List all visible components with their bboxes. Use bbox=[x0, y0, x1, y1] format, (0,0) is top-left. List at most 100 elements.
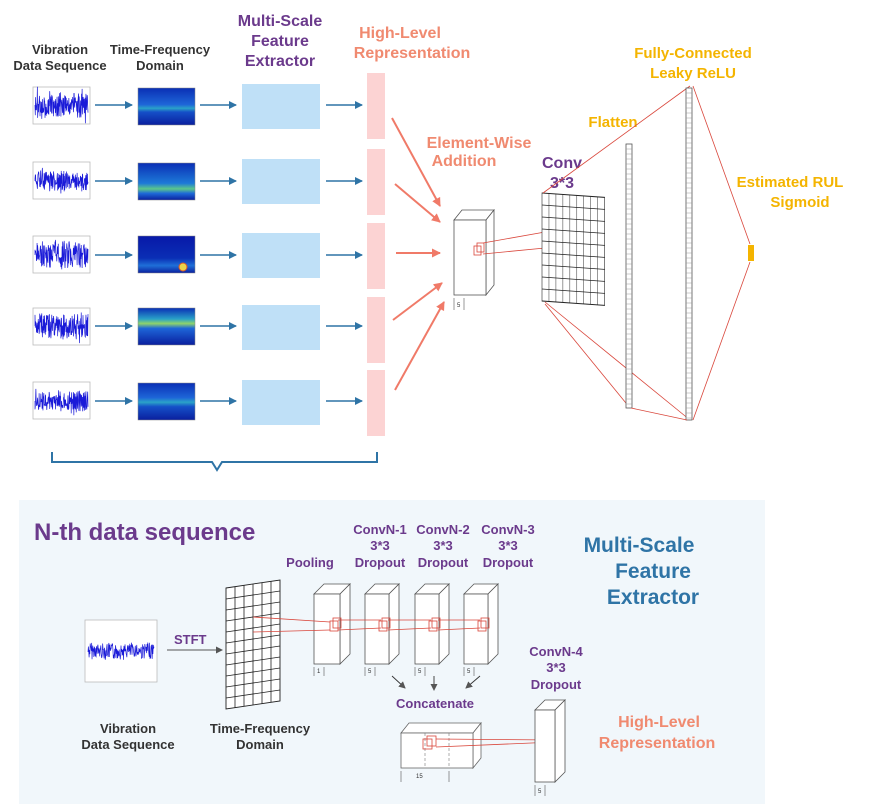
feature-extractor-box-1 bbox=[242, 84, 320, 129]
convn4-depth: 5 bbox=[538, 789, 542, 795]
convn2-label-line2: 3*3 bbox=[433, 538, 453, 553]
vol1-front bbox=[364, 593, 390, 665]
input-row-3 bbox=[32, 223, 385, 289]
pooling-label: Pooling bbox=[286, 555, 334, 570]
representation-bar-1 bbox=[367, 73, 385, 139]
high-level-rep-line2: Representation bbox=[599, 735, 715, 752]
convn4-label-line3: Dropout bbox=[531, 677, 582, 692]
input-row-2 bbox=[32, 149, 385, 215]
c2-to-c3-proj-bottom bbox=[437, 627, 481, 631]
concat-depth: 15 bbox=[416, 774, 423, 780]
waveform-1 bbox=[34, 86, 89, 124]
convn4-label-line2: 3*3 bbox=[546, 660, 566, 675]
estimated-rul-label-line2: Sigmoid bbox=[770, 194, 829, 211]
conv-grid-line bbox=[542, 228, 605, 234]
pooling-depth: 1 bbox=[317, 669, 321, 675]
conv-grid-line bbox=[542, 252, 605, 258]
tf-grid-line bbox=[225, 667, 281, 677]
fully-connected-label-line1: Fully-Connected bbox=[634, 45, 752, 62]
tf-to-pool-proj-top bbox=[252, 616, 331, 623]
waveform-5 bbox=[34, 388, 89, 416]
summed-feature-volume: 5 bbox=[453, 208, 495, 310]
high-level-label-line2: Representation bbox=[354, 45, 470, 62]
c1-to-c2-proj-bottom bbox=[387, 627, 432, 631]
vol0-front bbox=[313, 593, 341, 665]
nth-sequence-title: N-th data sequence bbox=[34, 519, 255, 546]
waveform-4 bbox=[34, 312, 89, 344]
tf-grid-line bbox=[225, 601, 281, 611]
concat-arrow-1 bbox=[391, 675, 406, 689]
fc-funnel-top bbox=[542, 85, 691, 194]
convn3-depth: 5 bbox=[467, 669, 471, 675]
tf-to-pool-proj-bottom bbox=[252, 629, 331, 633]
msfe-label-line3: Extractor bbox=[245, 53, 315, 70]
input-row-5 bbox=[32, 370, 385, 436]
tf-grid-line bbox=[225, 623, 281, 633]
nth-waveform bbox=[87, 642, 155, 660]
vol2-side bbox=[438, 583, 450, 665]
pool-to-c1-proj-bottom bbox=[337, 627, 382, 631]
fully-connected-label-line2: Leaky ReLU bbox=[650, 65, 736, 82]
nth-vibration-label-line2: Data Sequence bbox=[81, 737, 174, 752]
fc-funnel-mid bbox=[544, 303, 631, 409]
conv-grid-frame bbox=[541, 192, 605, 306]
nth-vibration-label-line1: Vibration bbox=[100, 721, 156, 736]
convn3-volume bbox=[463, 583, 499, 676]
vol0-side bbox=[339, 583, 351, 665]
conv-label-line2: 3*3 bbox=[550, 175, 574, 192]
spectrogram-5 bbox=[137, 382, 196, 421]
volume-depth-labels: 1 5 5 5 bbox=[317, 669, 471, 675]
vibration-label-line2: Data Sequence bbox=[13, 58, 106, 73]
feature-extractor-box-4 bbox=[242, 305, 320, 350]
convn1-label-line2: 3*3 bbox=[370, 538, 390, 553]
feature-extractor-box-3 bbox=[242, 233, 320, 278]
output-funnel-bottom bbox=[692, 261, 751, 421]
feature-extractor-box-5 bbox=[242, 380, 320, 425]
rul-output-node bbox=[748, 245, 754, 261]
time-frequency-label-line1: Time-Frequency bbox=[110, 42, 211, 57]
vol0-kernel bbox=[332, 617, 342, 629]
convn3-label-line3: Dropout bbox=[483, 555, 534, 570]
spectrogram-1 bbox=[137, 87, 196, 126]
conv-projection-top bbox=[482, 231, 546, 244]
msfe-title-line1: Multi-Scale bbox=[584, 534, 695, 557]
vol3-front bbox=[463, 593, 489, 665]
input-row-1 bbox=[32, 73, 385, 139]
conv-grid-line bbox=[542, 216, 605, 222]
element-wise-label-line1: Element-Wise bbox=[427, 135, 532, 152]
fc-funnel-bottom bbox=[544, 301, 691, 421]
convn4-label-line1: ConvN-4 bbox=[529, 644, 583, 659]
vol3-side bbox=[487, 583, 499, 665]
convn2-depth: 5 bbox=[418, 669, 422, 675]
time-frequency-label-line2: Domain bbox=[136, 58, 184, 73]
group-brace bbox=[51, 452, 378, 472]
vol3-kernel bbox=[477, 620, 487, 632]
element-wise-label-line2: Addition bbox=[432, 153, 497, 170]
sum-arrow-4 bbox=[392, 282, 443, 321]
vol3-kernel bbox=[480, 617, 490, 629]
output-funnel-top bbox=[692, 85, 751, 245]
conv-grid-line bbox=[542, 204, 605, 210]
fully-connected-layer bbox=[685, 87, 693, 421]
spectrogram-4 bbox=[137, 307, 196, 346]
vol1-kernel bbox=[381, 617, 391, 629]
convn1-label-line3: Dropout bbox=[355, 555, 406, 570]
convn1-volume bbox=[364, 583, 400, 676]
convn2-label-line1: ConvN-2 bbox=[416, 522, 469, 537]
msfe-title-line3: Extractor bbox=[607, 586, 699, 609]
pooling-volume bbox=[313, 583, 351, 676]
sum-arrow-5 bbox=[394, 301, 445, 391]
high-level-rep-line1: High-Level bbox=[618, 714, 700, 731]
convn3-label-line1: ConvN-3 bbox=[481, 522, 534, 537]
conv-grid-line bbox=[542, 264, 605, 270]
spectrogram-2 bbox=[137, 162, 196, 201]
msfe-label-line2: Feature bbox=[251, 33, 309, 50]
conv-label-line1: Conv bbox=[542, 155, 582, 172]
flattenbar-frame bbox=[625, 143, 633, 409]
estimated-rul-label-line1: Estimated RUL bbox=[737, 174, 844, 191]
waveform-2 bbox=[34, 167, 89, 194]
conv-grid-line bbox=[542, 288, 605, 294]
vol2-front bbox=[414, 593, 440, 665]
convn3-label-line2: 3*3 bbox=[498, 538, 518, 553]
tf-domain-label-line1: Time-Frequency bbox=[210, 721, 311, 736]
